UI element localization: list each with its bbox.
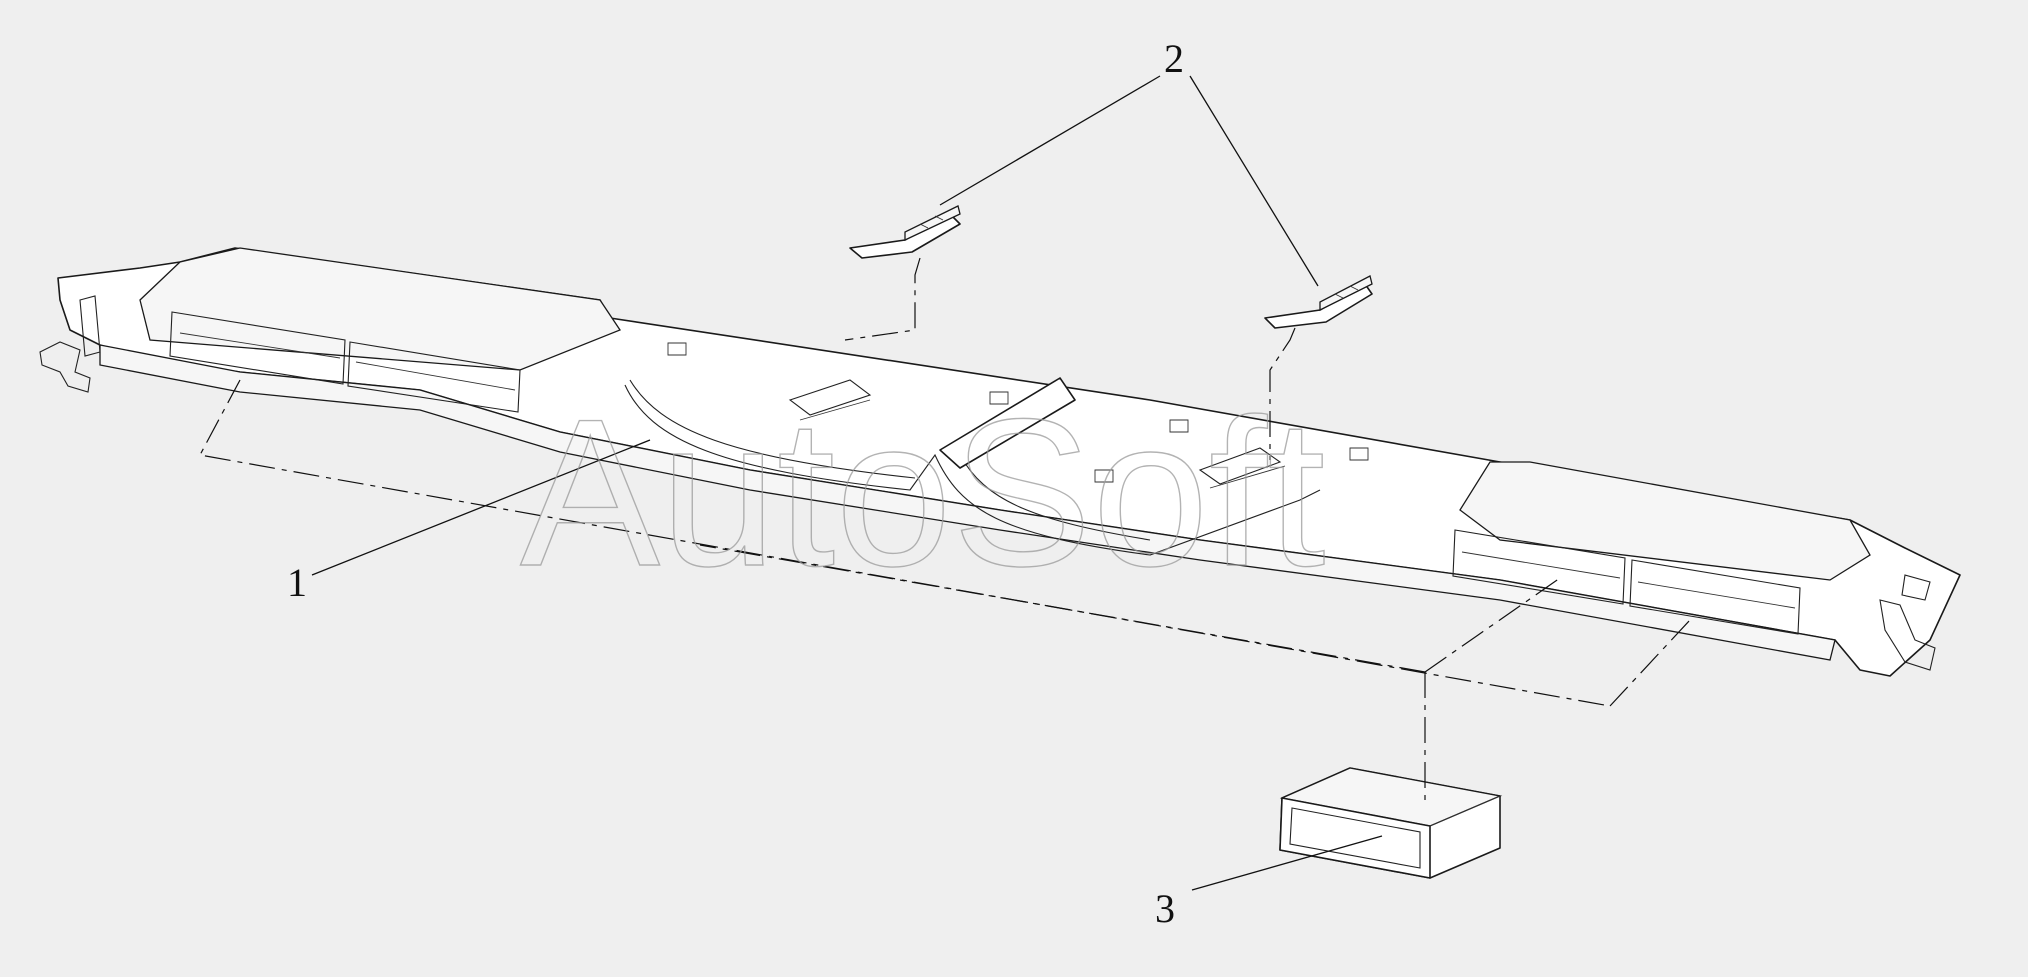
assembly-lines — [199, 257, 1691, 800]
callout-3: 3 — [1155, 886, 1175, 931]
part-2-clip-right — [1264, 275, 1373, 329]
watermark: AutoSoft — [520, 375, 1326, 610]
part-3-vent-box — [1279, 767, 1503, 879]
part-2-clip-left — [849, 205, 961, 259]
part-1-panel — [39, 247, 1961, 677]
callout-2: 2 — [1164, 36, 1184, 81]
callout-1: 1 — [287, 560, 307, 605]
leader-lines — [311, 75, 1383, 891]
